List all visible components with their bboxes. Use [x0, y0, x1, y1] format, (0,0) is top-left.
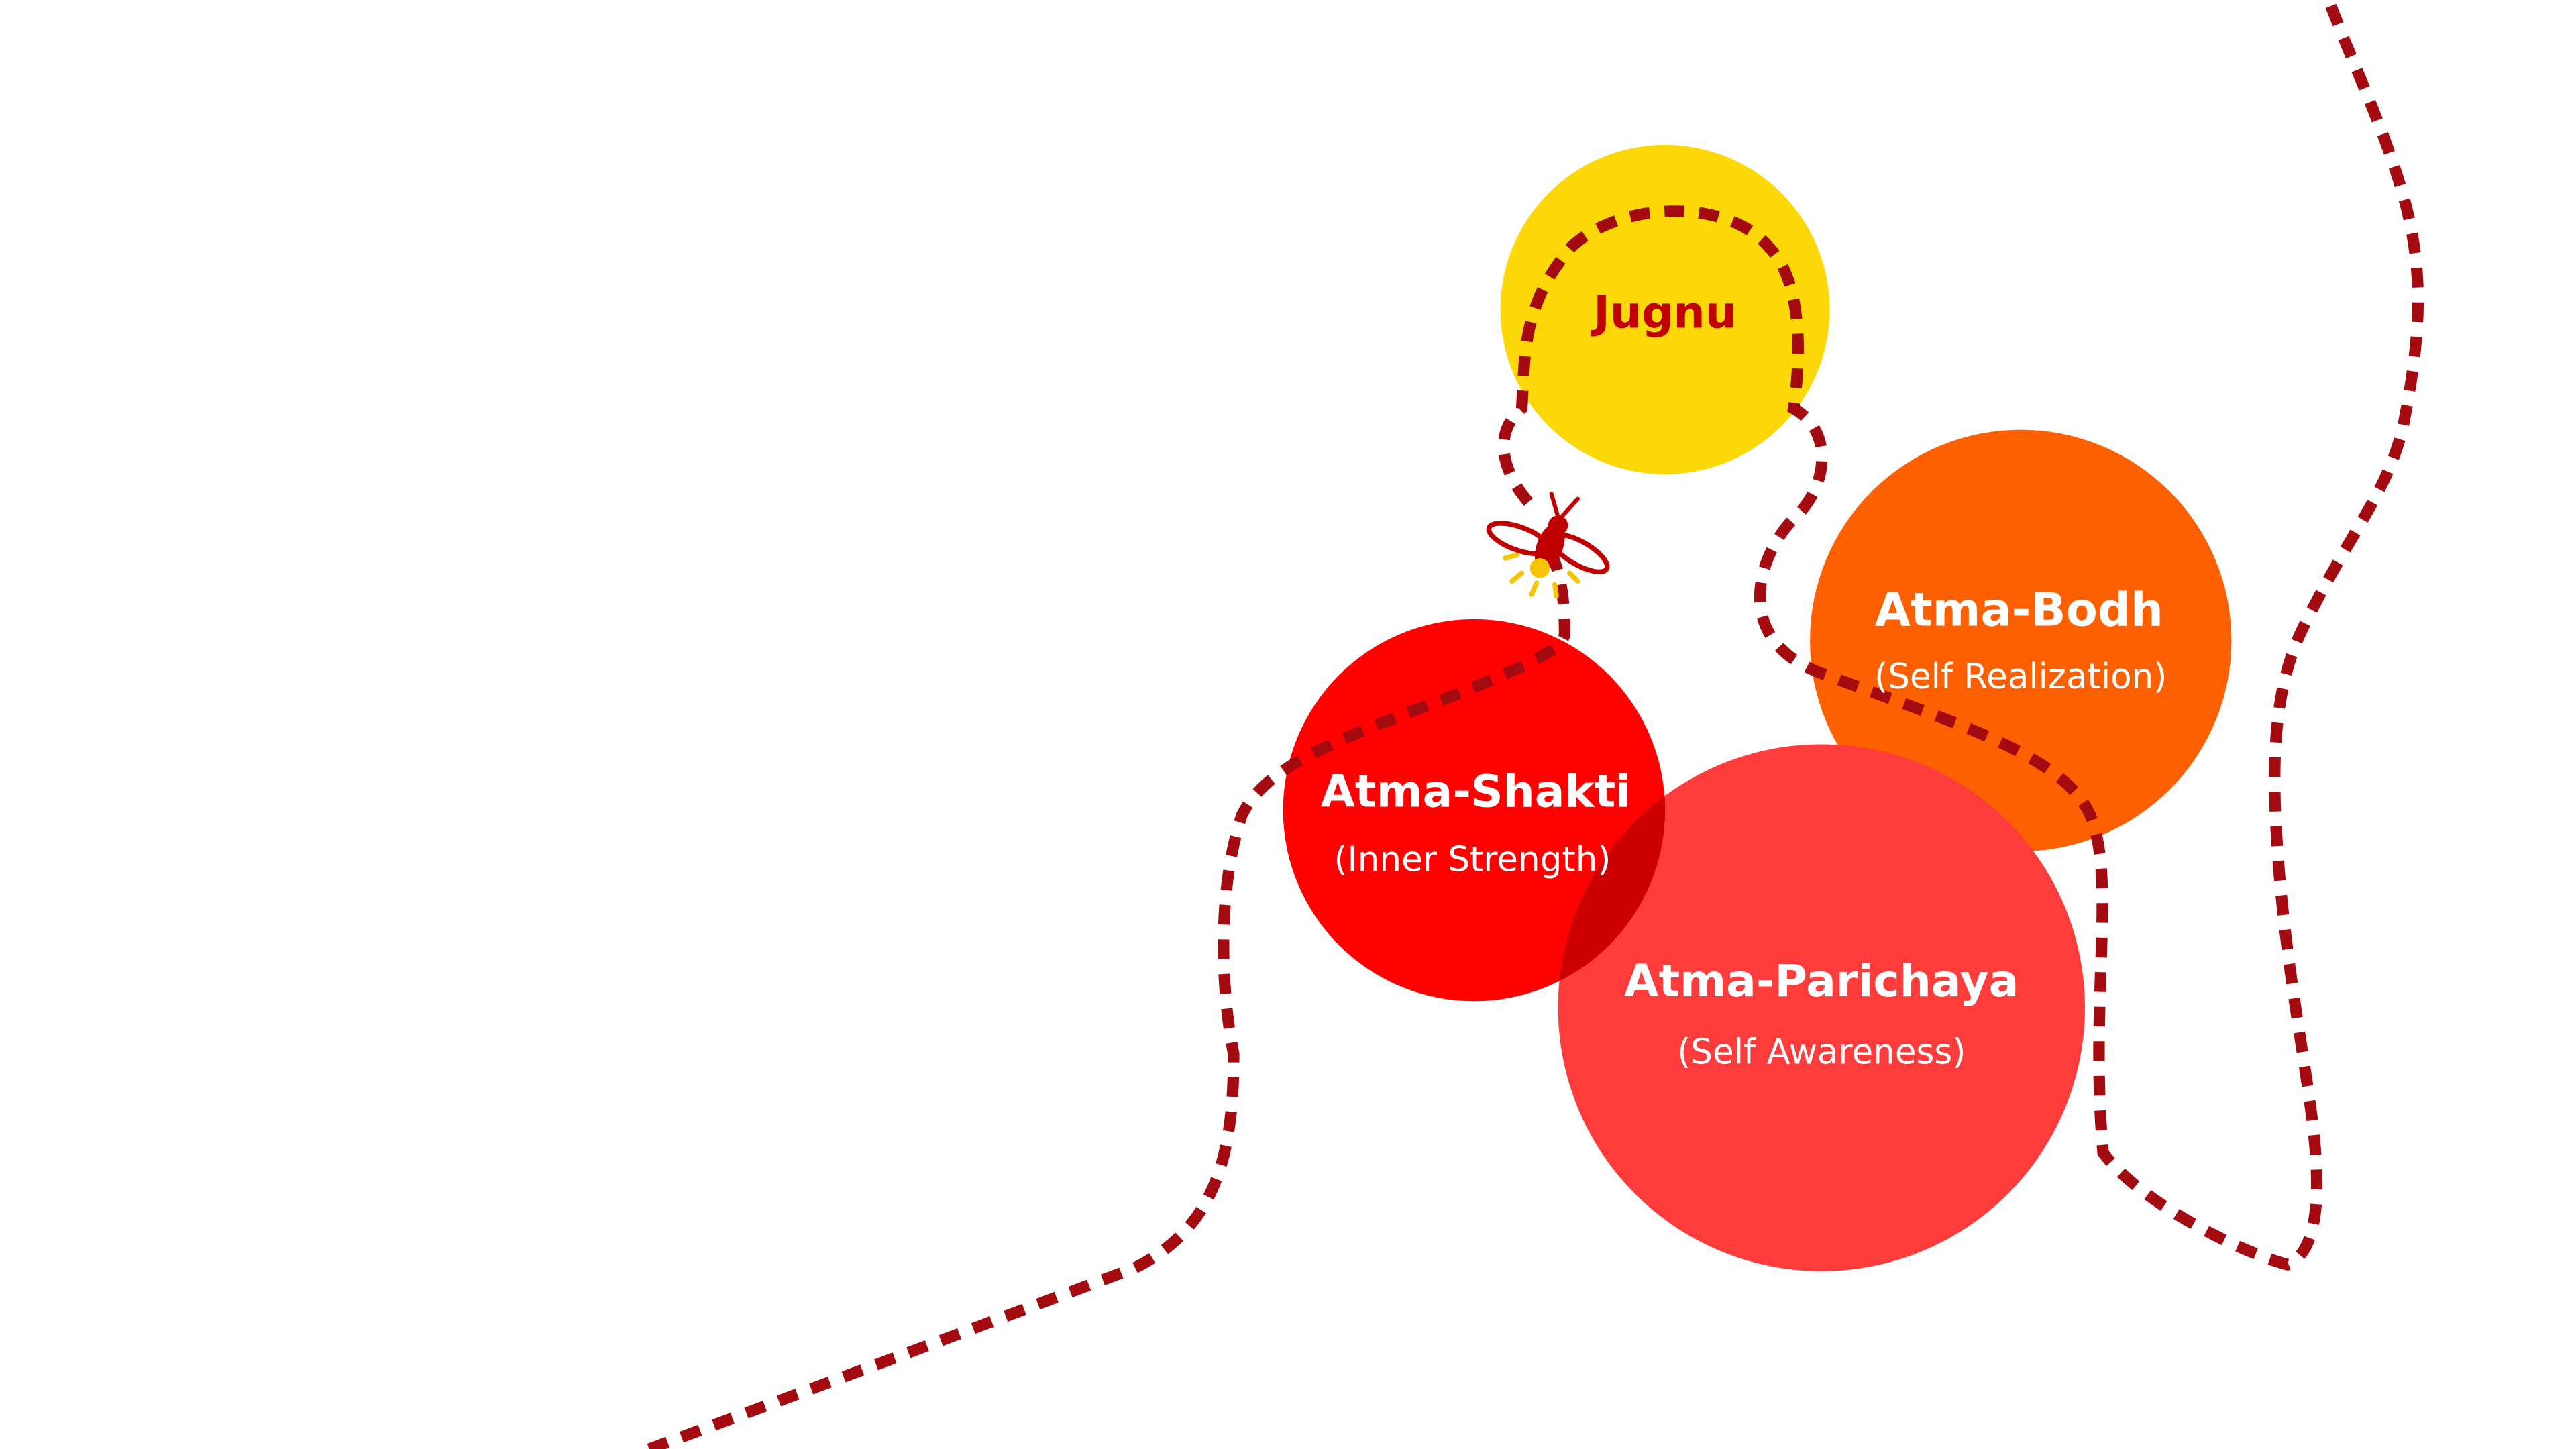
atma-bodh-title: Atma-Bodh: [1875, 584, 2163, 637]
atma-shakti-title: Atma-Shakti: [1321, 765, 1631, 818]
path-segment-jugnu-loop: [1498, 0, 2424, 1271]
atma-parichaya-subtitle: (Self Awareness): [1677, 1032, 1966, 1073]
path-segment-lower-left: [647, 540, 1570, 1449]
atma-bodh-circle: [1810, 429, 2232, 851]
firefly-icon: [1486, 492, 1610, 599]
jugnu-title: Jugnu: [1591, 286, 1737, 338]
dotted-journey-path: [647, 0, 2424, 1449]
atma-shakti-circle: [1283, 619, 1666, 1002]
atma-parichaya-title: Atma-Parichaya: [1624, 955, 2019, 1007]
atma-shakti-subtitle: (Inner Strength): [1334, 839, 1611, 879]
firefly-glow-tail: [1529, 558, 1550, 578]
firefly-antennae: [1549, 492, 1580, 519]
atma-bodh-subtitle: (Self Realization): [1874, 657, 2167, 697]
atma-parichaya-circle: [1558, 744, 2085, 1271]
firefly-glow-rays: [1503, 552, 1580, 599]
firefly-head: [1548, 515, 1568, 535]
